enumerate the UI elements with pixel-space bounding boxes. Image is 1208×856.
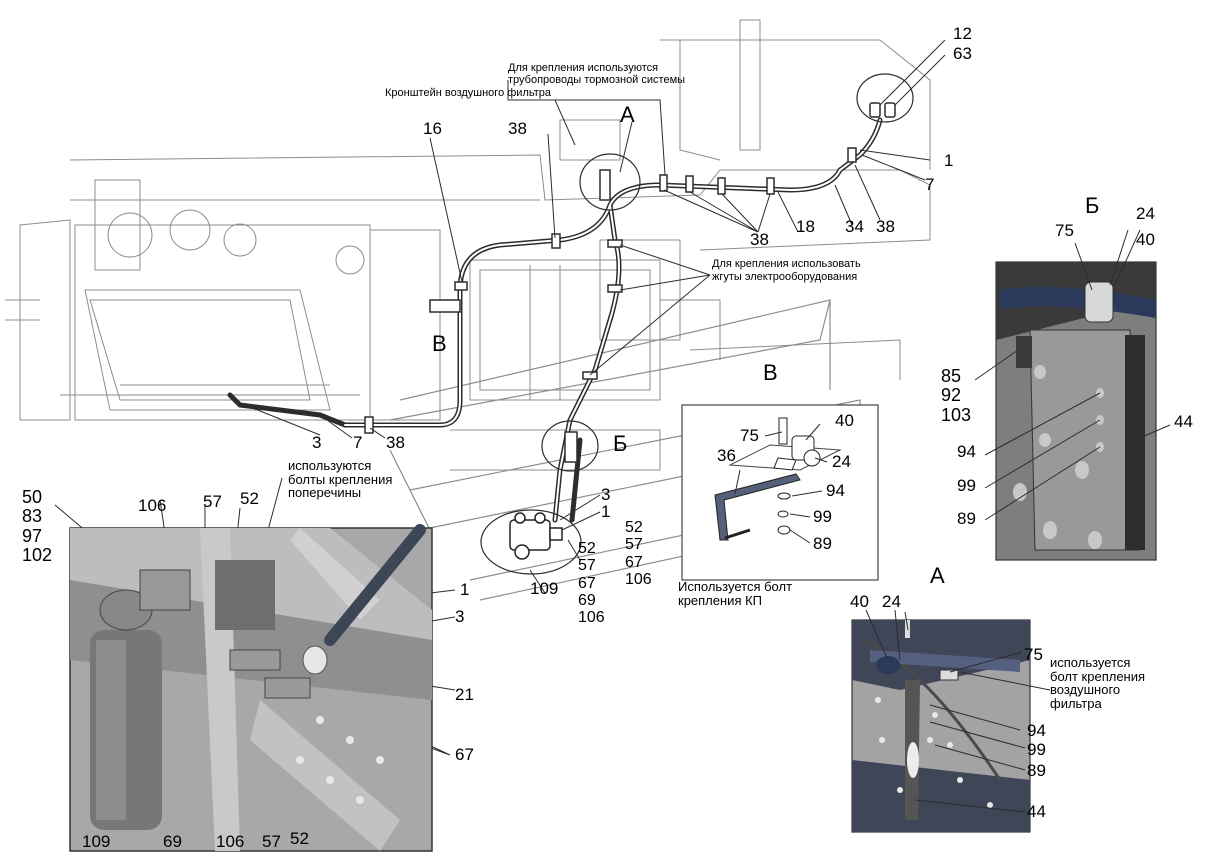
part-94-a: 94 — [1027, 721, 1046, 740]
part-57-bottom: 57 — [262, 832, 281, 851]
stack-mid-5: 106 — [578, 609, 605, 627]
stack-mid-3: 67 — [578, 574, 596, 592]
note-air-filter-bracket: Кронштейн воздушного фильтра — [385, 87, 552, 99]
stack-left-2: 83 — [22, 506, 43, 527]
stack-mid2-3: 67 — [625, 553, 643, 571]
stack-b-1: 85 — [941, 366, 962, 386]
part-89-v: 89 — [813, 534, 832, 553]
part-40-b: 40 — [1136, 230, 1155, 249]
part-44-a: 44 — [1027, 802, 1046, 821]
part-24-b: 24 — [1136, 204, 1155, 223]
stack-mid2-4: 106 — [625, 570, 652, 588]
stack-mid-1: 52 — [578, 540, 596, 557]
part-38-left: 38 — [386, 433, 405, 452]
part-75-b: 75 — [1055, 221, 1074, 240]
part-38-right: 38 — [876, 217, 895, 236]
part-34: 34 — [845, 217, 864, 236]
stack-mid-4: 69 — [578, 591, 596, 609]
part-63: 63 — [953, 44, 972, 63]
note-harness: Для крепления использовать жгуты электро… — [712, 258, 861, 283]
stack-left-4: 102 — [22, 545, 53, 566]
part-7-left: 7 — [353, 433, 363, 452]
stack-left-3: 97 — [22, 525, 43, 546]
note-crossbar-bolts: используются болты крепления поперечины — [288, 458, 393, 501]
inset-filter-photo — [69, 524, 433, 852]
view-title-v: В — [763, 360, 778, 385]
view-title-b: Б — [1085, 193, 1100, 218]
view-letter-a-top: А — [620, 102, 635, 127]
stack-left-1: 50 — [22, 487, 43, 507]
view-title-a: А — [930, 563, 945, 588]
part-109-valve: 109 — [530, 579, 559, 598]
inset-v-bracket — [681, 404, 879, 581]
part-21: 21 — [455, 685, 474, 704]
part-89-b: 89 — [957, 509, 976, 528]
stack-b-side: 85 92 103 — [941, 366, 972, 425]
stack-mid2: 52 57 67 106 — [625, 519, 652, 588]
part-40-a: 40 — [850, 592, 869, 611]
part-75-a: 75 — [1024, 645, 1043, 664]
stack-b-2: 92 — [941, 385, 962, 406]
stack-mid2-1: 52 — [625, 519, 643, 536]
part-3-inset: 3 — [455, 607, 465, 626]
part-52-top: 52 — [240, 489, 259, 508]
part-38-clamps: 38 — [750, 230, 769, 249]
part-40-v: 40 — [835, 411, 854, 430]
part-106-bottom: 106 — [216, 832, 245, 851]
note-kp-bolt: Используется болт крепления КП — [678, 579, 793, 608]
stack-mid2-2: 57 — [625, 536, 643, 554]
part-106-top: 106 — [138, 496, 167, 515]
part-69-bottom: 69 — [163, 832, 182, 851]
part-18: 18 — [796, 217, 815, 236]
part-36: 36 — [717, 446, 736, 465]
part-109-bottom: 109 — [82, 832, 111, 851]
part-94-v: 94 — [826, 481, 845, 500]
part-16: 16 — [423, 119, 442, 138]
inset-b-view — [974, 229, 1171, 561]
view-letter-v-main: В — [432, 331, 447, 356]
part-57-top: 57 — [203, 492, 222, 511]
pipe-clamps — [364, 147, 857, 463]
stack-mid: 52 57 67 69 106 — [578, 540, 605, 626]
part-67: 67 — [455, 745, 474, 764]
part-94-b: 94 — [957, 442, 976, 461]
note-air-filter-bolt: используется болт крепления воздушного ф… — [1050, 655, 1146, 711]
part-12: 12 — [953, 24, 972, 43]
part-1-top: 1 — [944, 151, 954, 170]
engine-outline — [5, 19, 931, 471]
part-99-v: 99 — [813, 507, 832, 526]
part-99-b: 99 — [957, 476, 976, 495]
part-3-left: 3 — [312, 433, 322, 452]
note-brake-pipes: Для крепления используются трубопроводы … — [508, 62, 686, 87]
stack-b-3: 103 — [941, 404, 972, 425]
part-1-valve: 1 — [601, 502, 611, 521]
part-89-a: 89 — [1027, 761, 1046, 780]
part-44-b: 44 — [1174, 412, 1193, 431]
fittings-top — [869, 102, 896, 118]
inset-a-view — [851, 609, 1051, 833]
part-24-v: 24 — [832, 452, 851, 471]
part-38-upper: 38 — [508, 119, 527, 138]
part-99-a: 99 — [1027, 740, 1046, 759]
view-letter-b-main: Б — [613, 431, 628, 456]
part-1-inset: 1 — [460, 580, 470, 599]
stack-left: 50 83 97 102 — [22, 487, 53, 566]
part-75-v: 75 — [740, 426, 759, 445]
stack-mid-2: 57 — [578, 557, 596, 575]
part-3-valve: 3 — [601, 485, 611, 504]
part-24-a: 24 — [882, 592, 901, 611]
callout-circles — [480, 73, 914, 575]
part-7-top: 7 — [925, 175, 935, 194]
part-52-bottom: 52 — [290, 829, 309, 848]
valve-small — [509, 512, 563, 560]
